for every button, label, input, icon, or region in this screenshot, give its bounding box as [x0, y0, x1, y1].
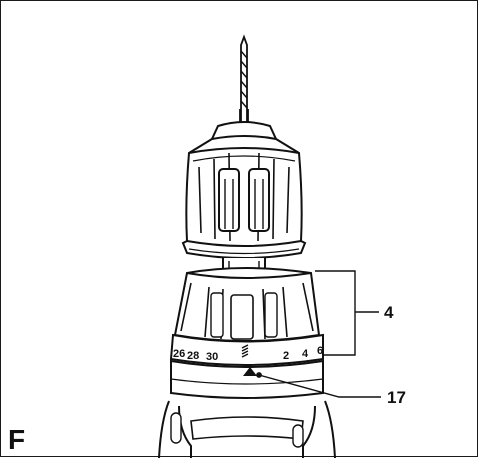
scale-mark-4: 4	[302, 348, 309, 360]
torque-setting-ring	[169, 267, 324, 366]
figure-letter: F	[8, 424, 26, 455]
callout-17-number: 17	[387, 388, 406, 407]
drill-bit	[239, 34, 249, 128]
scale-mark-30: 30	[206, 351, 218, 363]
scale-mark-26: 26	[173, 348, 185, 360]
callout-17-leader	[256, 372, 381, 398]
keyless-chuck	[181, 121, 307, 259]
drill-housing	[158, 400, 336, 458]
callout-4-number: 4	[384, 303, 394, 322]
housing-ring	[170, 359, 324, 399]
callout-4-bracket	[315, 270, 379, 356]
torque-scale: 26 28 30 2 4 6	[173, 344, 323, 363]
scale-mark-28: 28	[187, 350, 199, 362]
drill-setting-icon	[241, 344, 249, 358]
setting-mark	[243, 367, 257, 376]
scale-mark-2: 2	[283, 350, 289, 362]
scale-mark-6: 6	[317, 345, 323, 357]
